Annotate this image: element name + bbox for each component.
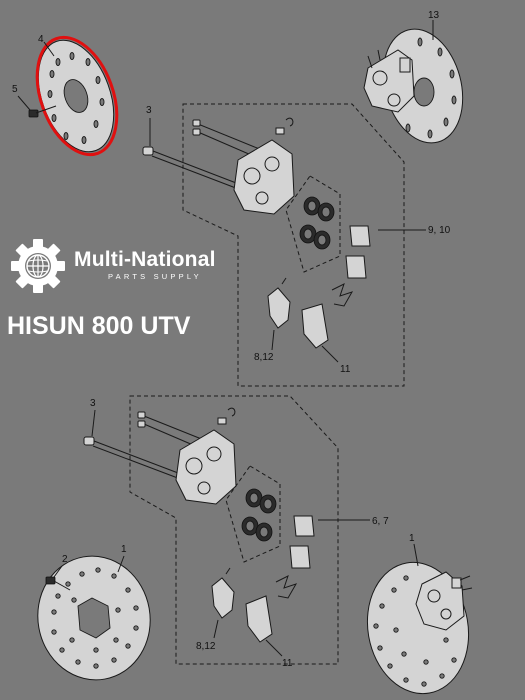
disc-bolt-2[interactable] (45, 576, 71, 591)
brake-disc-1-right[interactable] (357, 554, 478, 700)
callout-3-lower: 3 (90, 398, 96, 409)
upper-caliper-group-outline (182, 103, 405, 387)
disc-bolt-5[interactable] (28, 105, 57, 118)
callout-1-left: 1 (121, 544, 127, 555)
callout-2: 2 (62, 554, 68, 565)
callout-1-right: 1 (409, 533, 415, 544)
callout-8-12-lower: 8,12 (196, 641, 216, 652)
product-title: HISUN 800 UTV (7, 312, 191, 340)
lower-piston-seal-kit[interactable] (225, 465, 315, 569)
callout-3-upper: 3 (146, 105, 152, 116)
lower-caliper-body[interactable] (137, 407, 237, 505)
upper-caliper-body[interactable] (192, 117, 295, 215)
brand-logo (11, 239, 65, 293)
upper-piston-seal-kit[interactable] (285, 174, 371, 279)
callout-11-upper: 11 (340, 364, 351, 375)
upper-caliper-bolt-3[interactable] (142, 146, 245, 191)
gear-globe-icon (11, 239, 65, 293)
callout-11-lower: 11 (282, 658, 293, 669)
rear-brake-disc-assembly-13[interactable] (363, 20, 475, 152)
brake-disc-1-left[interactable] (28, 547, 160, 689)
callout-9-10: 9, 10 (428, 225, 451, 236)
callout-8-12-upper: 8,12 (254, 352, 274, 363)
highlight-ring (35, 35, 119, 157)
brand-name: Multi-National (74, 248, 216, 271)
callout-4: 4 (38, 34, 44, 45)
callout-6-7: 6, 7 (372, 516, 389, 527)
lower-brake-pad-11[interactable] (245, 595, 273, 643)
upper-pad-spring[interactable] (331, 283, 354, 307)
brand-subtitle: PARTS SUPPLY (108, 272, 202, 281)
lower-caliper-bolt-3[interactable] (83, 436, 187, 481)
callout-5: 5 (12, 84, 18, 95)
lower-brake-pad-8-12[interactable] (211, 567, 235, 619)
front-brake-disc-highlighted[interactable] (22, 26, 131, 165)
upper-brake-pad-11[interactable] (301, 303, 329, 349)
upper-brake-pad-8-12[interactable] (267, 277, 291, 329)
lower-pad-spring[interactable] (275, 575, 298, 599)
lower-caliper-group-outline (129, 395, 339, 665)
callout-13: 13 (428, 10, 440, 21)
